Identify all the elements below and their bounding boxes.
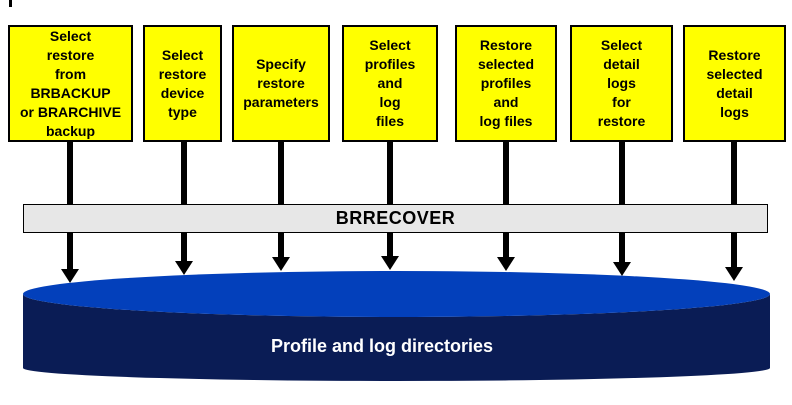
connector-line-3 <box>278 141 284 206</box>
step-box-4: Select profiles and log files <box>342 25 438 142</box>
step-box-2: Select restore device type <box>143 25 222 142</box>
step-box-label: Restore selected detail logs <box>706 46 763 120</box>
arrow-stem-1 <box>67 233 73 269</box>
step-box-label: Select detail logs for restore <box>597 37 646 129</box>
connector-line-4 <box>387 141 393 206</box>
step-box-label: Select restore device type <box>158 46 207 120</box>
arrow-stem-5 <box>503 233 509 257</box>
step-box-label: Select profiles and log files <box>364 37 416 129</box>
step-box-3: Specify restore parameters <box>232 25 330 142</box>
step-box-label: Specify restore parameters <box>243 56 319 110</box>
connector-line-1 <box>67 141 73 206</box>
step-box-1: Select restore from BRBACKUP or BRARCHIV… <box>8 25 133 142</box>
connector-line-7 <box>731 141 737 206</box>
arrow-stem-4 <box>387 233 393 256</box>
artifact-line <box>9 0 12 7</box>
arrowhead-icon <box>175 261 193 275</box>
step-box-label: Select restore from BRBACKUP or BRARCHIV… <box>19 27 122 139</box>
disk-label: Profile and log directories <box>270 336 494 356</box>
arrowhead-icon <box>497 257 515 271</box>
arrowhead-icon <box>61 269 79 283</box>
step-box-label: Restore selected profiles and log files <box>477 37 535 129</box>
arrow-stem-2 <box>181 233 187 261</box>
arrowhead-icon <box>725 267 743 281</box>
brrecover-bar: BRRECOVER <box>23 204 768 233</box>
step-box-6: Select detail logs for restore <box>570 25 673 142</box>
step-box-7: Restore selected detail logs <box>683 25 786 142</box>
arrowhead-icon <box>613 262 631 276</box>
disk-top-surface <box>23 271 770 317</box>
connector-line-2 <box>181 141 187 206</box>
step-box-5: Restore selected profiles and log files <box>455 25 557 142</box>
arrowhead-icon <box>381 256 399 270</box>
brrecover-bar-label: BRRECOVER <box>335 208 456 228</box>
arrowhead-icon <box>272 257 290 271</box>
arrow-stem-3 <box>278 233 284 257</box>
arrow-stem-7 <box>731 233 737 267</box>
disk-side-surface <box>23 294 770 381</box>
arrow-stem-6 <box>619 233 625 262</box>
connector-line-5 <box>503 141 509 206</box>
connector-line-6 <box>619 141 625 206</box>
